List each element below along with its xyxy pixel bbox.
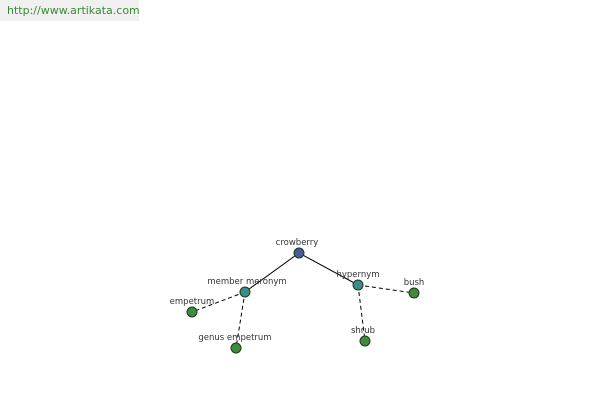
node-label-hypernym: hypernym — [336, 270, 379, 280]
node-member-meronym[interactable]: member meronym — [207, 277, 287, 298]
edge-member-meronym-to-genus-empetrum — [235, 291, 246, 349]
node-label-genus-empetrum: genus empetrum — [198, 333, 271, 343]
node-dot-bush[interactable] — [408, 287, 420, 299]
node-bush[interactable]: bush — [404, 278, 425, 299]
node-shrub[interactable]: shrub — [351, 326, 375, 347]
edges-layer — [191, 252, 415, 349]
edge-hypernym-to-bush — [357, 284, 415, 294]
node-dot-crowberry[interactable] — [293, 247, 305, 259]
node-hypernym[interactable]: hypernym — [336, 270, 380, 291]
nodes-layer: crowberry member meronym hypernym empetrum g… — [170, 238, 425, 354]
edge-crowberry-to-member-meronym — [244, 252, 300, 293]
node-dot-member-meronym[interactable] — [239, 286, 251, 298]
node-label-empetrum: empetrum — [170, 297, 215, 307]
node-genus-empetrum[interactable]: genus empetrum — [198, 333, 272, 354]
source-url-label: http://www.artikata.com — [0, 0, 140, 21]
node-dot-genus-empetrum[interactable] — [230, 342, 242, 354]
node-dot-shrub[interactable] — [359, 335, 371, 347]
node-label-bush: bush — [404, 278, 425, 288]
edge-member-meronym-to-empetrum — [191, 291, 246, 313]
node-dot-hypernym[interactable] — [352, 279, 364, 291]
edge-hypernym-to-shrub — [357, 284, 366, 342]
node-empetrum[interactable]: empetrum — [170, 297, 215, 318]
edge-crowberry-to-hypernym — [298, 252, 359, 286]
node-dot-empetrum[interactable] — [186, 306, 198, 318]
node-label-member-meronym: member meronym — [207, 277, 286, 287]
node-label-crowberry: crowberry — [276, 238, 319, 248]
node-label-shrub: shrub — [351, 326, 375, 336]
node-crowberry[interactable]: crowberry — [276, 238, 319, 259]
